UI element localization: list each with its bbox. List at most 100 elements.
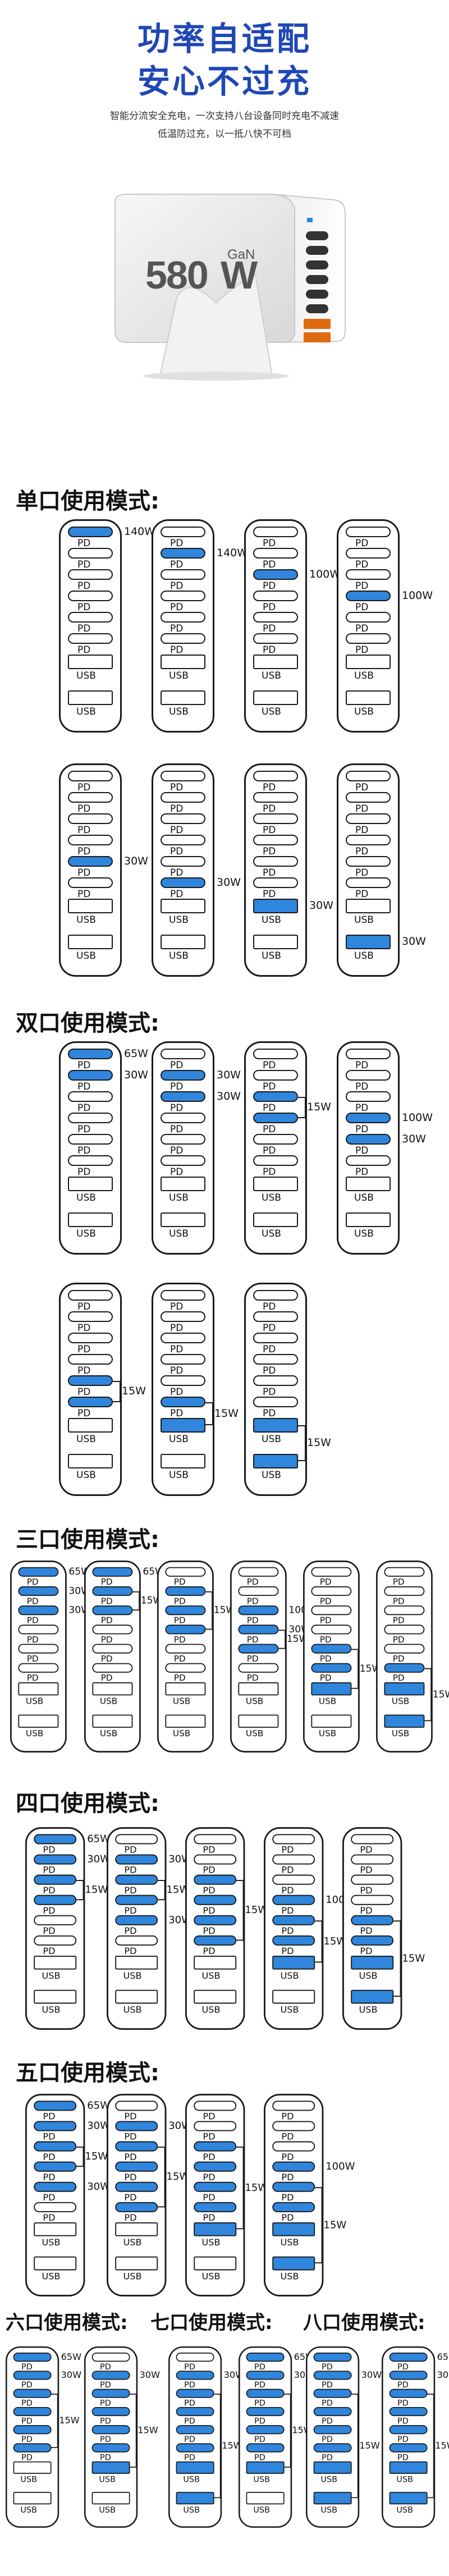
- pd-port: [161, 856, 205, 867]
- pd-port: [92, 1625, 133, 1635]
- pd-port: [346, 527, 391, 537]
- section-title: 七口使用模式:: [150, 2312, 273, 2334]
- pd-port-label: PD: [26, 1654, 39, 1664]
- usb-port-label: USB: [172, 1696, 191, 1707]
- pd-port: [34, 1895, 77, 1905]
- usb-port: [311, 1682, 352, 1696]
- shared-power-label: 15W: [323, 2218, 347, 2231]
- pd-port-label: PD: [77, 1323, 91, 1334]
- pd-port: [253, 1134, 298, 1145]
- pd-port: [272, 2161, 315, 2172]
- pd-port: [313, 2443, 352, 2453]
- pd-port-label: PD: [397, 2398, 409, 2408]
- pd-port-label: PD: [170, 1365, 184, 1376]
- pd-port: [194, 1935, 237, 1946]
- pd-port: [194, 2161, 237, 2172]
- pd-port: [68, 1091, 113, 1102]
- usb-port-label: USB: [391, 1728, 410, 1739]
- pd-port-label: PD: [392, 1635, 405, 1645]
- pd-port-label: PD: [77, 846, 91, 857]
- pd-port-label: PD: [281, 2152, 294, 2163]
- pd-port-label: PD: [355, 538, 369, 549]
- pd-port: [68, 813, 113, 824]
- pd-port-label: PD: [246, 1596, 259, 1607]
- usb-port-label: USB: [25, 1728, 44, 1739]
- pd-port-label: PD: [263, 846, 276, 857]
- usb-port-label: USB: [20, 2505, 38, 2515]
- usb-port-label: USB: [76, 950, 96, 962]
- pd-port-label: PD: [170, 846, 184, 857]
- pd-port: [34, 2181, 77, 2192]
- pd-port: [34, 2141, 77, 2152]
- pd-port: [165, 1625, 206, 1635]
- usb-port: [91, 2461, 130, 2474]
- pd-port-label: PD: [254, 2416, 265, 2426]
- pd-port-label: PD: [360, 1865, 373, 1876]
- pd-port: [165, 1644, 206, 1654]
- pd-port-label: PD: [77, 1408, 91, 1419]
- pd-port-label: PD: [124, 2131, 137, 2143]
- pd-port-label: PD: [397, 2453, 409, 2463]
- usb-port: [161, 899, 205, 913]
- pd-port-label: PD: [170, 1323, 184, 1334]
- pd-port-label: PD: [170, 1166, 184, 1178]
- pd-port-label: PD: [263, 580, 276, 592]
- pd-port-label: PD: [319, 1635, 332, 1645]
- pd-port: [311, 1625, 352, 1635]
- pd-port-label: PD: [263, 889, 276, 900]
- pd-port-label: PD: [100, 1673, 113, 1683]
- pd-port: [68, 1354, 113, 1365]
- usb-port-label: USB: [253, 2474, 271, 2485]
- pd-port: [68, 1375, 113, 1386]
- port-power-label: 30W: [61, 2369, 82, 2381]
- pd-port-label: PD: [21, 2416, 33, 2426]
- usb-port-label: USB: [169, 1434, 189, 1445]
- pd-port-label: PD: [170, 782, 184, 793]
- usb-port-label: USB: [76, 1470, 96, 1481]
- shared-power-label: 15W: [435, 2440, 449, 2451]
- usb-port-label: USB: [201, 1970, 221, 1982]
- pd-port-label: PD: [263, 644, 276, 656]
- pd-port: [346, 591, 391, 601]
- shared-power-bracket: [205, 1591, 213, 1630]
- pd-port-label: PD: [77, 1387, 91, 1398]
- shared-power-bracket: [278, 1630, 286, 1649]
- pd-port: [115, 2161, 158, 2172]
- pd-port: [161, 835, 205, 845]
- shared-power-label: 15W: [85, 1883, 108, 1896]
- usb-port-label: USB: [172, 1728, 191, 1739]
- pd-port-label: PD: [397, 2435, 409, 2445]
- pd-port: [351, 1834, 394, 1845]
- brand-gan: GaN: [227, 247, 255, 262]
- section-title: 双口使用模式:: [16, 1010, 159, 1036]
- pd-port-label: PD: [392, 1577, 405, 1587]
- pd-port: [161, 612, 205, 623]
- usb-port-label: USB: [354, 914, 374, 926]
- pd-port: [161, 527, 205, 537]
- usb-port-label: USB: [169, 914, 189, 926]
- pd-port: [311, 1567, 352, 1577]
- pd-port: [161, 1091, 205, 1102]
- pd-port: [272, 2141, 315, 2152]
- pd-port: [351, 1895, 394, 1905]
- pd-port: [13, 2443, 52, 2453]
- pd-port: [311, 1663, 352, 1673]
- pd-port-label: PD: [43, 1845, 56, 1856]
- usb-port-label: USB: [354, 706, 374, 717]
- pd-port: [272, 1935, 315, 1946]
- usb-port-label: USB: [76, 706, 96, 717]
- shared-power-bracket: [315, 1920, 323, 1963]
- port-power-label: 30W: [87, 1853, 111, 1865]
- pd-port-label: PD: [281, 2212, 294, 2223]
- pd-port: [253, 1290, 298, 1301]
- shared-power-label: 15W: [402, 1952, 425, 1964]
- usb-port: [272, 1955, 315, 1970]
- pd-port: [246, 2389, 285, 2398]
- pd-port-label: PD: [170, 889, 184, 900]
